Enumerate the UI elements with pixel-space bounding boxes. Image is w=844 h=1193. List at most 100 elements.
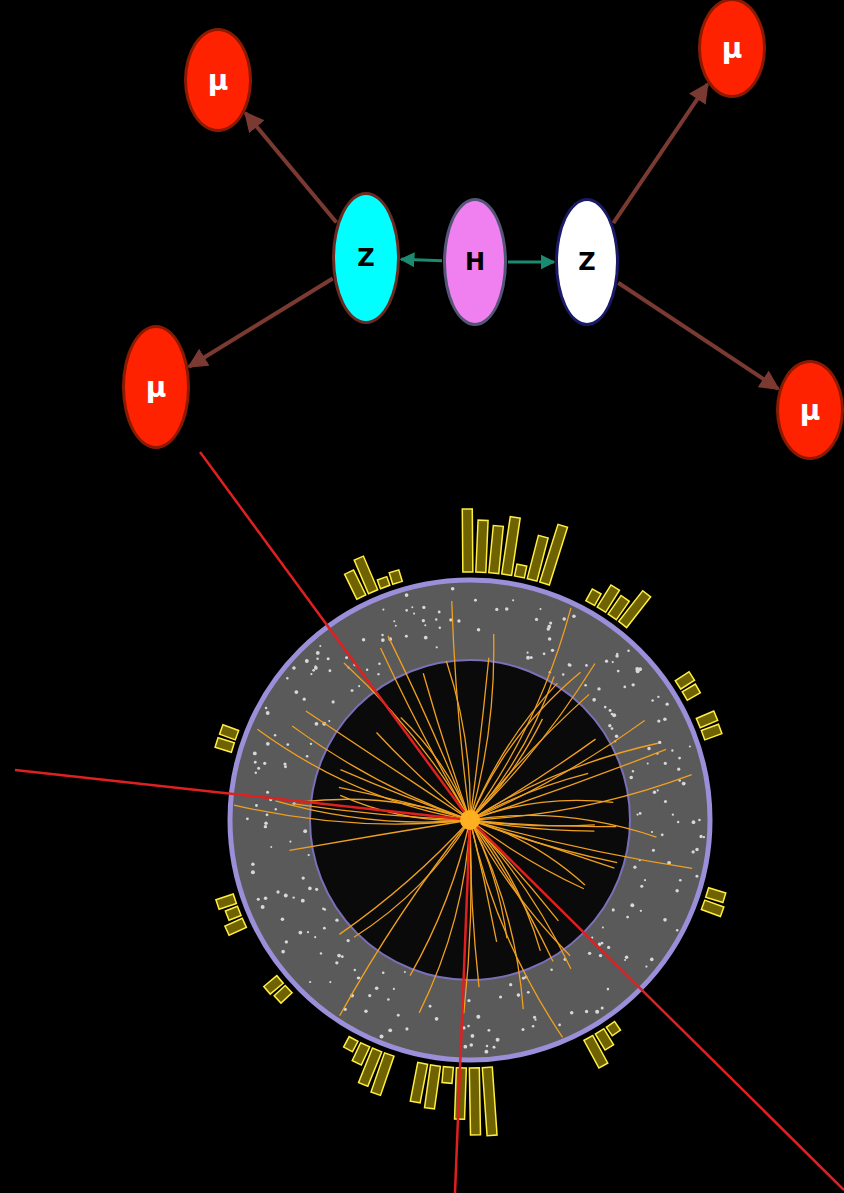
energy-bar bbox=[701, 900, 724, 916]
hit-dot bbox=[624, 959, 626, 961]
hit-dot bbox=[316, 651, 320, 655]
hit-dot bbox=[380, 1035, 384, 1039]
muon-tracks bbox=[15, 452, 844, 1193]
hit-dot bbox=[337, 954, 341, 958]
energy-bar bbox=[706, 888, 726, 903]
hit-dot bbox=[257, 767, 260, 770]
track bbox=[470, 820, 479, 987]
energy-bar bbox=[482, 1067, 497, 1136]
hit-dot bbox=[607, 946, 610, 949]
hit-dot bbox=[671, 749, 673, 751]
track bbox=[354, 820, 470, 937]
hit-dot bbox=[422, 606, 425, 609]
track bbox=[470, 694, 589, 820]
hit-dot bbox=[612, 661, 614, 663]
hit-dot bbox=[476, 1015, 480, 1019]
track bbox=[470, 676, 554, 820]
hit-dot bbox=[695, 848, 698, 851]
hit-dot bbox=[493, 1046, 496, 1049]
hit-dot bbox=[585, 664, 588, 667]
hit-dot bbox=[377, 673, 379, 675]
hit-dot bbox=[413, 613, 415, 615]
hit-dot bbox=[284, 894, 288, 898]
track bbox=[470, 820, 540, 951]
hit-dot bbox=[347, 939, 350, 942]
hit-dot bbox=[358, 685, 360, 687]
hit-dot bbox=[658, 741, 661, 744]
muon-track bbox=[455, 820, 470, 1193]
hit-dot bbox=[487, 1029, 490, 1032]
hit-dot bbox=[286, 743, 289, 746]
hit-dot bbox=[633, 866, 636, 869]
hit-dot bbox=[611, 713, 613, 715]
hit-dot bbox=[647, 747, 650, 750]
hit-dot bbox=[375, 986, 379, 990]
hit-dot bbox=[246, 817, 249, 820]
hit-dot bbox=[499, 995, 502, 998]
hit-dot bbox=[653, 791, 656, 794]
particle-ellipse: μ bbox=[122, 325, 190, 449]
hit-dot bbox=[558, 1024, 561, 1027]
energy-bar bbox=[619, 591, 651, 628]
hit-dot bbox=[281, 917, 285, 921]
hit-dot bbox=[698, 819, 701, 822]
hit-dot bbox=[689, 745, 691, 747]
hit-dot bbox=[562, 673, 564, 675]
hit-dot bbox=[692, 820, 696, 824]
hit-dot bbox=[404, 971, 406, 973]
hit-dot bbox=[657, 719, 660, 722]
energy-bar bbox=[215, 738, 234, 753]
hit-dot bbox=[274, 734, 277, 737]
hit-dot bbox=[664, 800, 667, 803]
hit-dot bbox=[609, 709, 612, 712]
hit-dot bbox=[672, 814, 674, 816]
hit-dot bbox=[495, 608, 498, 611]
hit-dot bbox=[471, 1034, 475, 1038]
hit-dot bbox=[306, 755, 309, 758]
hit-dot bbox=[362, 638, 365, 641]
hit-dot bbox=[677, 768, 680, 771]
hit-dot bbox=[644, 879, 646, 881]
hit-dot bbox=[604, 706, 607, 709]
hit-dot bbox=[612, 908, 615, 911]
energy-bar bbox=[515, 564, 527, 578]
hit-dot bbox=[486, 1045, 488, 1047]
hit-dot bbox=[467, 1025, 470, 1028]
track bbox=[344, 663, 470, 820]
hit-dot bbox=[526, 656, 530, 660]
hit-dot bbox=[539, 608, 541, 610]
hit-dot bbox=[602, 926, 604, 928]
hit-dot bbox=[275, 808, 277, 810]
hit-dot bbox=[623, 686, 626, 689]
particle-ellipse: Z bbox=[332, 192, 400, 324]
hit-dot bbox=[657, 696, 659, 698]
hit-dot bbox=[439, 627, 441, 629]
track bbox=[340, 820, 470, 1016]
energy-bar bbox=[225, 918, 246, 935]
hit-dot bbox=[323, 927, 326, 930]
hit-dot bbox=[663, 717, 667, 721]
energy-bar bbox=[225, 906, 241, 920]
hit-dot bbox=[469, 1043, 473, 1047]
hit-dot bbox=[572, 614, 576, 618]
hit-dot bbox=[636, 813, 638, 815]
hit-dot bbox=[292, 896, 294, 898]
hit-dot bbox=[382, 971, 385, 974]
hit-dot bbox=[650, 958, 654, 962]
track bbox=[410, 820, 470, 976]
particle-label: μ bbox=[800, 394, 821, 427]
hit-dot bbox=[310, 673, 312, 675]
track bbox=[423, 673, 470, 820]
hit-dot bbox=[632, 770, 634, 772]
hit-dot bbox=[630, 903, 634, 907]
hit-dot bbox=[661, 833, 664, 836]
hit-dot bbox=[424, 636, 428, 640]
particle-ellipse: μ bbox=[698, 0, 766, 98]
particle-label: μ bbox=[208, 64, 229, 97]
hit-dot bbox=[264, 897, 267, 900]
energy-bar bbox=[682, 684, 700, 700]
hit-dot bbox=[382, 609, 384, 611]
hit-dot bbox=[615, 734, 619, 738]
hit-dot bbox=[631, 683, 634, 686]
